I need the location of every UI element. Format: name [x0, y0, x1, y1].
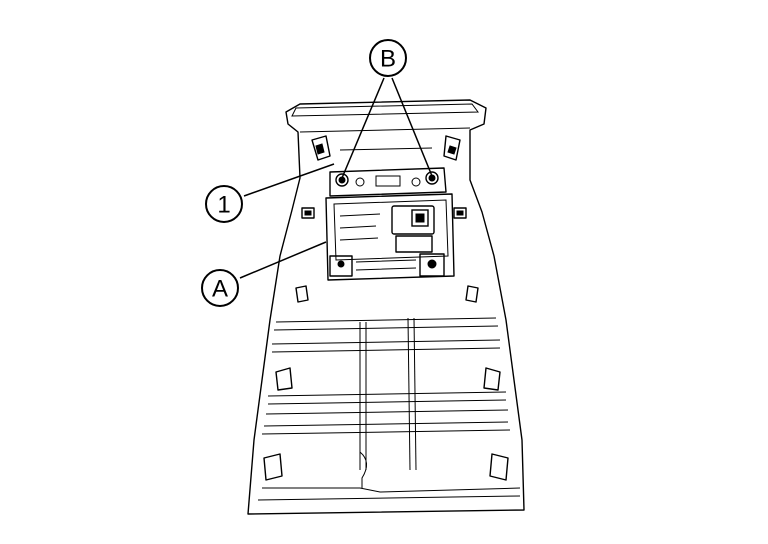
callout-b-circle [369, 39, 407, 77]
callout-a: A [201, 269, 239, 307]
callout-b-label: B [380, 46, 396, 73]
callout-1-circle [205, 185, 243, 223]
console-unit [325, 193, 455, 281]
side-clips [263, 135, 509, 481]
callout-a-circle [201, 269, 239, 307]
trim-panel [247, 99, 525, 515]
leader-lines [239, 77, 433, 279]
callout-b: B [369, 39, 407, 77]
callout-a-label: A [212, 276, 228, 303]
panel-ribs [261, 317, 511, 488]
callout-1: 1 [205, 185, 243, 223]
top-bracket [329, 147, 447, 197]
callout-1-label: 1 [217, 192, 230, 219]
